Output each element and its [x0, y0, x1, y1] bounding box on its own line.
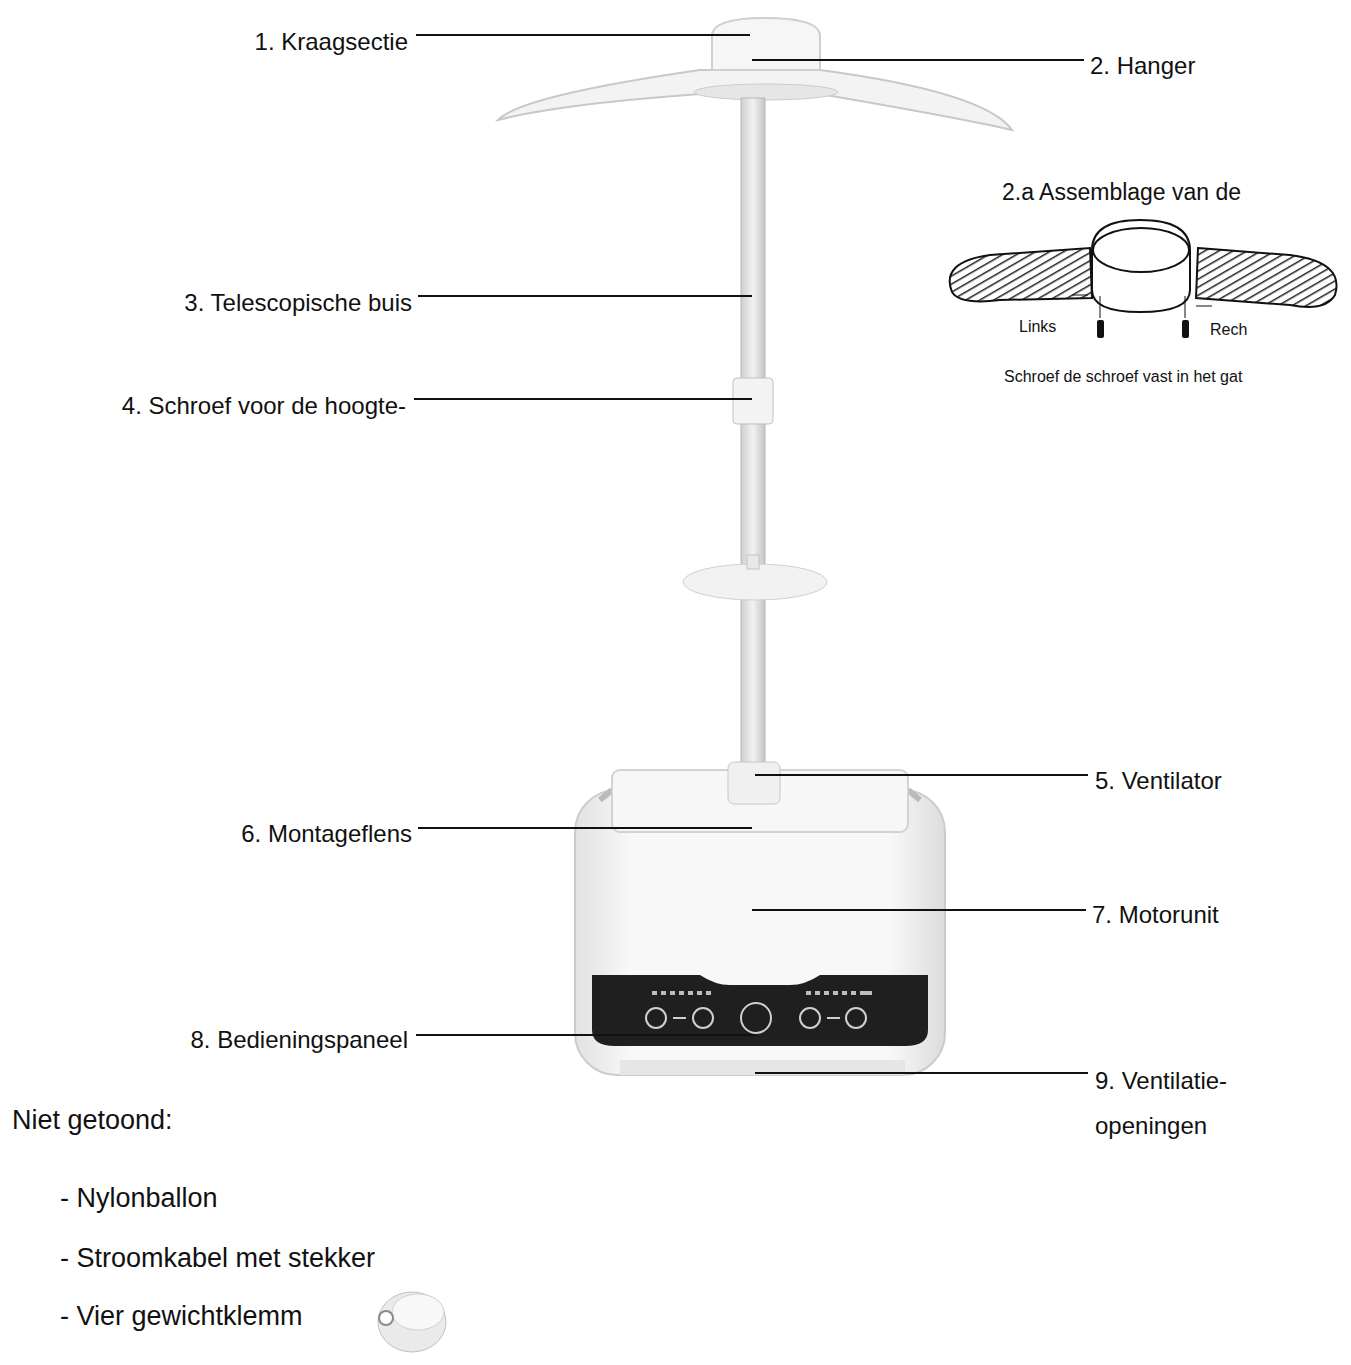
part-label: 5. Ventilator [1095, 766, 1222, 796]
part-label: Links [1019, 317, 1056, 337]
part-label: 3. Telescopische buis [184, 288, 412, 318]
part-label: - Nylonballon [60, 1181, 218, 1215]
part-label: 2. Hanger [1090, 51, 1195, 81]
part-label: 1. Kraagsectie [255, 27, 408, 57]
part-label: 6. Montageflens [241, 819, 412, 849]
part-label: 8. Bedieningspaneel [190, 1025, 408, 1055]
part-label: 7. Motorunit [1092, 900, 1219, 930]
part-label: Schroef de schroef vast in het gat [1004, 367, 1242, 387]
part-label: Niet getoond: [12, 1103, 173, 1137]
part-label: - Vier gewichtklemm [60, 1299, 303, 1333]
part-label: - Stroomkabel met stekker [60, 1241, 375, 1275]
part-label: 9. Ventilatie- openingen [1095, 1058, 1265, 1148]
part-label: 2.a Assemblage van de [1002, 178, 1241, 207]
part-label: Rech [1210, 320, 1247, 340]
part-label: 4. Schroef voor de hoogte- [122, 391, 406, 421]
